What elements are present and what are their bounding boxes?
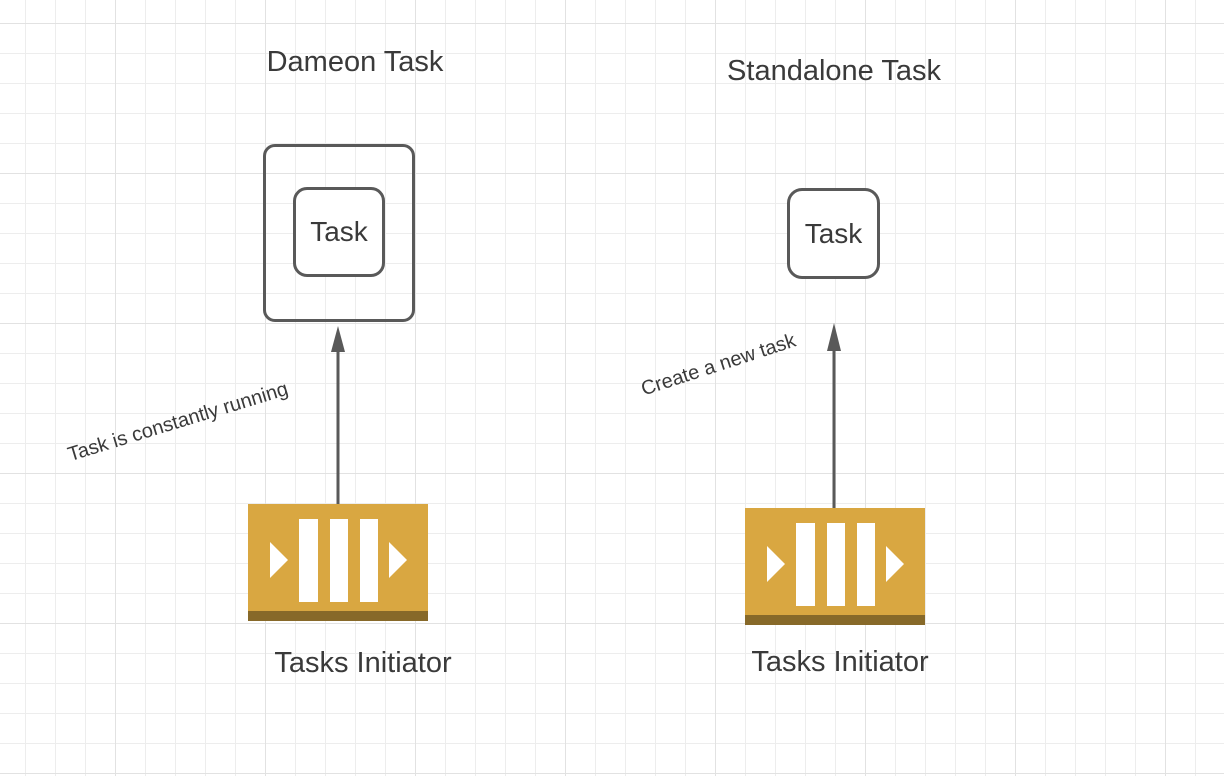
play-triangle-icon — [270, 542, 288, 578]
queue-bar — [360, 519, 378, 602]
queue-bar — [330, 519, 348, 602]
arrowhead-icon — [827, 323, 841, 351]
play-triangle-icon — [767, 546, 785, 582]
left-tasks-initiator-label[interactable]: Tasks Initiator — [274, 647, 452, 679]
standalone-task-title[interactable]: Standalone Task — [727, 55, 941, 87]
daemon-task-title[interactable]: Dameon Task — [266, 46, 444, 78]
right-tasks-initiator-label[interactable]: Tasks Initiator — [751, 646, 929, 678]
queue-bar — [857, 523, 875, 606]
daemon-arrow-annotation[interactable]: Task is constantly running — [65, 378, 291, 467]
tasks-initiator-icon[interactable] — [745, 508, 925, 625]
standalone-task-node-label: Task — [804, 217, 863, 249]
standalone-arrow-annotation[interactable]: Create a new task — [638, 329, 799, 401]
play-triangle-icon — [886, 546, 904, 582]
standalone-task-node[interactable]: Task — [787, 188, 880, 279]
up-arrow[interactable] — [820, 318, 848, 510]
up-arrow[interactable] — [324, 322, 352, 508]
tasks-initiator-icon[interactable] — [248, 504, 428, 621]
daemon-container-box[interactable] — [263, 144, 415, 322]
queue-bar — [299, 519, 318, 602]
queue-bar — [827, 523, 845, 606]
queue-bar — [796, 523, 815, 606]
play-triangle-icon — [389, 542, 407, 578]
queue-icon-shadow — [745, 615, 925, 625]
queue-icon-shadow — [248, 611, 428, 621]
daemon-task-node-label: Task — [310, 216, 368, 247]
daemon-task-node[interactable]: Task — [293, 187, 385, 277]
arrowhead-icon — [331, 326, 345, 352]
